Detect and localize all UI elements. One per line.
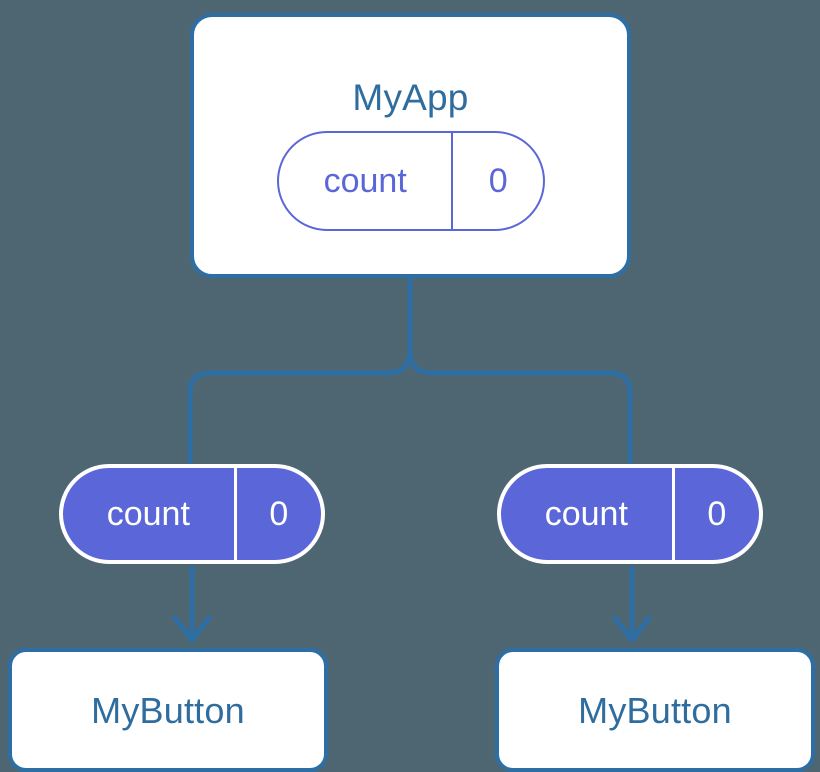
state-pill-root-key: count [323, 161, 407, 200]
component-node-mybutton-left[interactable]: MyButton [8, 648, 328, 772]
component-title-mybutton-left: MyButton [91, 690, 245, 731]
state-pill-child-left[interactable]: count 0 [59, 464, 325, 564]
state-pill-child-right[interactable]: count 0 [497, 464, 763, 564]
state-pill-child-right-value: 0 [671, 468, 759, 560]
state-pill-root-value: 0 [451, 133, 543, 229]
state-pill-child-left-value: 0 [233, 468, 321, 560]
connector-branch-right [407, 346, 633, 465]
component-title-myapp: MyApp [352, 77, 469, 118]
component-title-mybutton-right: MyButton [578, 690, 732, 731]
component-node-mybutton-right[interactable]: MyButton [495, 648, 815, 772]
state-pill-child-right-key: count [544, 494, 628, 533]
state-pill-child-left-key: count [106, 494, 190, 533]
arrowhead-right-icon [612, 615, 652, 643]
arrowhead-left-icon [172, 615, 212, 643]
connector-branch-left [187, 346, 413, 465]
state-pill-root[interactable]: count 0 [277, 131, 545, 231]
